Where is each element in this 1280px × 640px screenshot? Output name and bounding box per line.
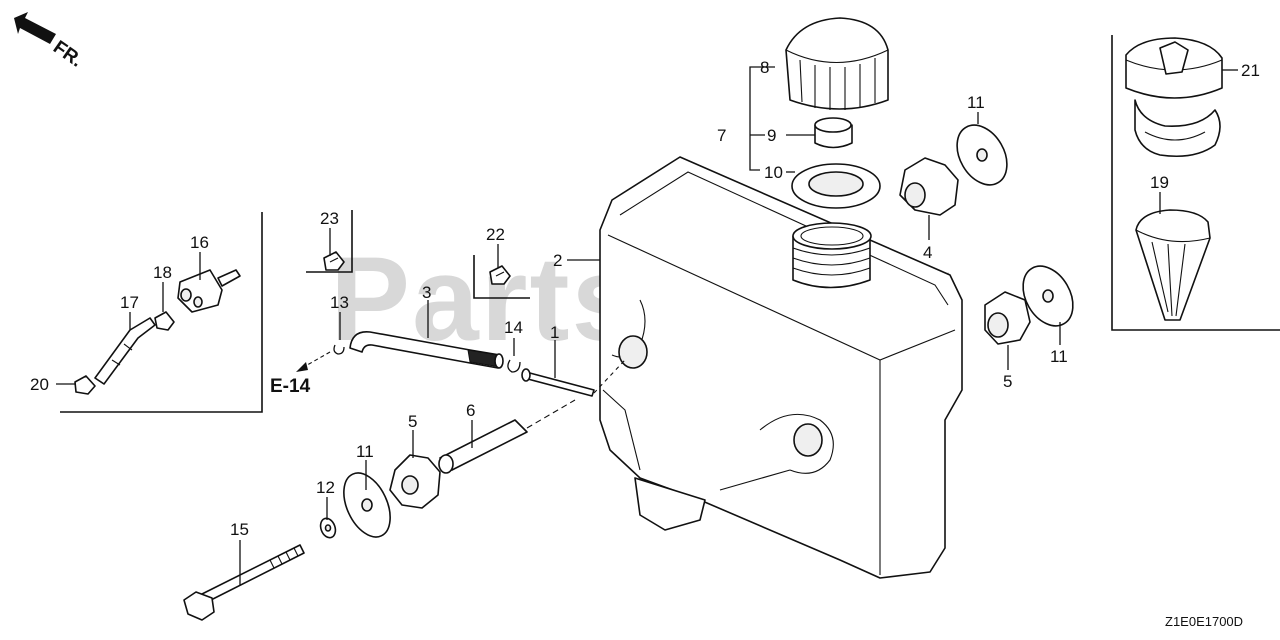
callout-4: 4 [923, 243, 932, 262]
filter-inset-frame [60, 212, 263, 413]
filler-neck [792, 222, 872, 289]
clip-22 [489, 265, 511, 285]
callout-10: 10 [764, 163, 783, 182]
callout-19: 19 [1150, 173, 1169, 192]
tank-washer-upper [956, 124, 1008, 186]
callout-17: 17 [120, 293, 139, 312]
clip-23 [323, 251, 345, 271]
fuel-filler-cap [785, 17, 889, 110]
callout-5-left: 5 [408, 412, 417, 431]
callout-18: 18 [153, 263, 172, 282]
front-direction-arrow-icon [14, 12, 56, 44]
callout-12: 12 [316, 478, 335, 497]
collar-grommet [389, 454, 441, 509]
callout-16: 16 [190, 233, 209, 252]
tank-washer-lower [1022, 265, 1074, 327]
callout-20: 20 [30, 375, 49, 394]
tank-mounting-bolt [521, 359, 626, 397]
hose-clip [74, 375, 96, 395]
clip-23-frame [306, 210, 353, 273]
fuel-filter [177, 269, 241, 313]
reference-arrow-icon [296, 351, 331, 372]
callout-1: 1 [550, 323, 559, 342]
callout-7: 7 [717, 126, 726, 145]
cap-inset-frame [1111, 35, 1280, 331]
tank-grommet-upper [899, 157, 959, 216]
callout-numbers: 1 2 3 4 5 5 6 7 8 9 10 11 11 11 12 13 14… [30, 58, 1260, 539]
long-flange-bolt [183, 544, 305, 621]
alternate-fuel-cap [1125, 37, 1223, 158]
callout-13: 13 [330, 293, 349, 312]
drawing-code: Z1E0E1700D [1165, 614, 1243, 629]
callout-8: 8 [760, 58, 769, 77]
filter-clip [154, 311, 175, 331]
tank-grommet-lower [984, 291, 1031, 345]
fuel-tank [599, 156, 963, 579]
fuel-strainer-basket [1135, 209, 1211, 321]
callout-bracket-7 [749, 66, 775, 171]
callout-15: 15 [230, 520, 249, 539]
callout-22: 22 [486, 225, 505, 244]
small-washer [319, 517, 337, 539]
collar-washer [343, 472, 391, 538]
callout-23: 23 [320, 209, 339, 228]
callout-11-top: 11 [967, 93, 985, 112]
filler-gasket [791, 163, 881, 209]
reference-label: E-14 [270, 376, 311, 397]
fuel-strainer [814, 117, 853, 149]
callout-11-left: 11 [356, 442, 374, 461]
leader-lines [56, 69, 1238, 585]
callout-11-right: 11 [1050, 347, 1068, 366]
callout-14: 14 [504, 318, 523, 337]
callout-5-right: 5 [1003, 372, 1012, 391]
callout-21: 21 [1241, 61, 1260, 80]
direction-label: FR. [49, 37, 86, 72]
filter-hose [94, 317, 156, 385]
callout-3: 3 [422, 283, 431, 302]
tube-clip-13 [333, 344, 345, 355]
callout-2: 2 [553, 251, 562, 270]
fuel-tube [349, 331, 504, 369]
callout-9: 9 [767, 126, 776, 145]
callout-6: 6 [466, 401, 475, 420]
tube-clip-14 [507, 359, 521, 373]
clip-22-frame [473, 255, 530, 299]
tank-collar [438, 399, 576, 474]
